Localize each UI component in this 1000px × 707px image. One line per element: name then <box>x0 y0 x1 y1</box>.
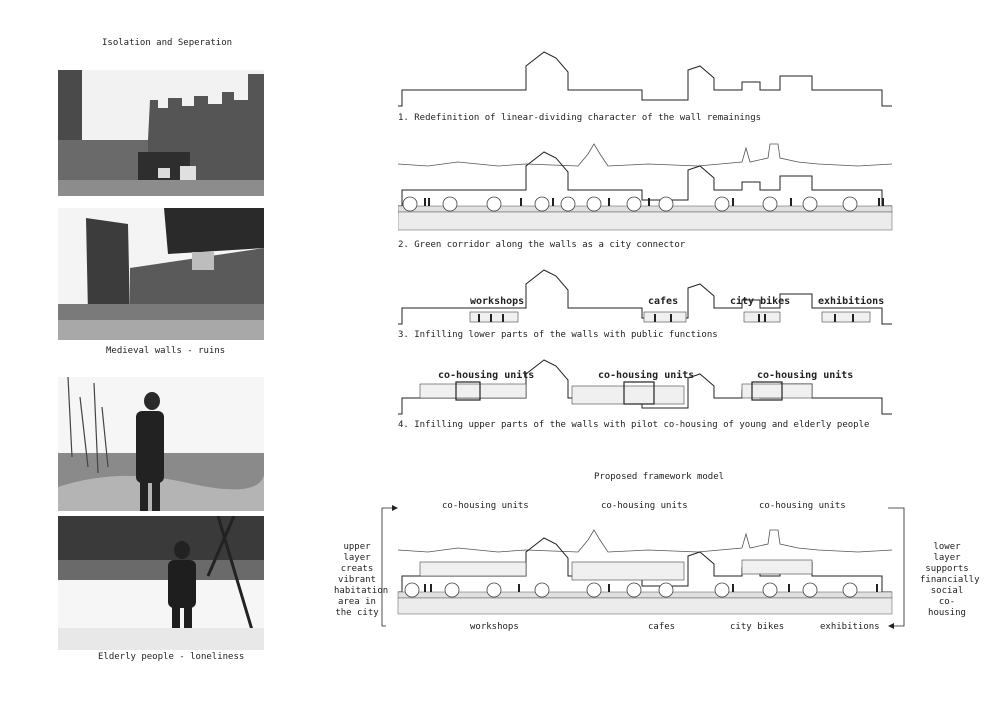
framework-top-label-1: co-housing units <box>442 501 529 511</box>
framework-top-label-3: co-housing units <box>759 501 846 511</box>
framework-bottom-label-cafes: cafes <box>648 622 676 632</box>
walls-photo-1 <box>58 70 264 196</box>
step4-label-cohousing-3: co-housing units <box>757 370 854 381</box>
people-photo-2 <box>58 516 264 650</box>
step3-public-functions <box>398 269 892 325</box>
step3-caption: 3. Infilling lower parts of the walls wi… <box>398 330 718 340</box>
step3-label-exhibitions: exhibitions <box>818 296 885 307</box>
caption-people: Elderly people - loneliness <box>98 652 245 662</box>
step1-caption: 1. Redefinition of linear-dividing chara… <box>398 113 762 123</box>
framework-bottom-label-workshops: workshops <box>470 622 519 632</box>
people-photo-1 <box>58 377 264 511</box>
step3-label-workshops: workshops <box>470 296 525 307</box>
framework-diagram <box>381 505 905 629</box>
step3-label-city-bikes: city bikes <box>730 296 791 307</box>
framework-top-label-2: co-housing units <box>601 501 688 511</box>
framework-bottom-label-city-bikes: city bikes <box>730 622 785 632</box>
framework-bottom-label-exhibitions: exhibitions <box>820 622 880 632</box>
framework-right-note: lower layer supports financially social … <box>920 542 980 618</box>
step3-label-cafes: cafes <box>648 296 679 307</box>
step4-caption: 4. Infilling upper parts of the walls wi… <box>398 420 870 430</box>
step2-green-corridor <box>398 143 893 231</box>
step2-caption: 2. Green corridor along the walls as a c… <box>398 240 686 250</box>
left-title: Isolation and Seperation <box>102 38 233 48</box>
step4-label-cohousing-2: co-housing units <box>598 370 695 381</box>
framework-title: Proposed framework model <box>594 472 725 482</box>
step4-label-cohousing-1: co-housing units <box>438 370 535 381</box>
step1-wall-profile <box>398 51 892 107</box>
walls-photo-2 <box>58 208 264 340</box>
caption-walls: Medieval walls - ruins <box>106 346 226 356</box>
step4-cohousing <box>398 359 892 415</box>
framework-left-note: upper layer creats vibrant habitation ar… <box>334 542 389 618</box>
